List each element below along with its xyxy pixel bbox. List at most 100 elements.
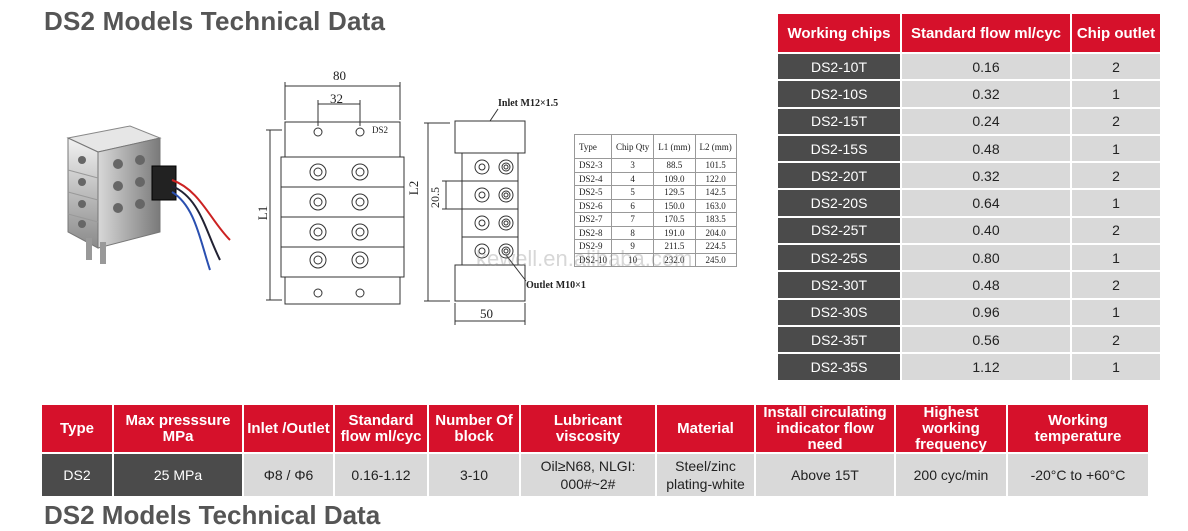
flow-table-row-cell: DS2-15T xyxy=(778,108,900,134)
l2-dimension: L2 xyxy=(406,180,422,196)
flow-table-row-cell: DS2-10S xyxy=(778,81,900,107)
flow-table-row-cell: DS2-20T xyxy=(778,163,900,189)
spec-header-l2: L2 (mm) xyxy=(694,134,737,159)
spec-table-row-cell: 5 xyxy=(611,185,655,200)
flow-table-row-cell: 2 xyxy=(1072,326,1160,353)
summary-header-highest-frequency: Highest working frequency xyxy=(896,405,1006,453)
spec-table-row-cell: DS2-5 xyxy=(573,185,613,200)
spec-table-row-cell: 8 xyxy=(611,225,655,240)
flow-table-row-cell: 0.96 xyxy=(902,299,1070,325)
page-title: DS2 Models Technical Data xyxy=(44,6,386,36)
flow-table-header-row: Working chips Standard flow ml/cyc Chip … xyxy=(778,14,1160,52)
watermark: kewell.en.alibaba.com xyxy=(476,246,693,271)
flow-table-row-cell: 2 xyxy=(1072,272,1160,298)
summary-header-lubricant-viscosity: Lubricant viscosity xyxy=(521,405,655,453)
spec-table-row-cell: 129.5 xyxy=(653,185,696,200)
summary-cell-lubricant-viscosity: Oil≥N68, NLGI: 000#~2# xyxy=(521,454,655,497)
spec-table-header-row: Type Chip Qty L1 (mm) L2 (mm) xyxy=(573,134,737,159)
spec-table-row-cell: 88.5 xyxy=(653,158,696,173)
spec-table-row-cell: 109.0 xyxy=(653,171,696,186)
flow-table-row-cell: DS2-30T xyxy=(778,272,900,298)
summary-cell-max-pressure: 25 MPa xyxy=(114,454,242,497)
spec-table-row-cell: DS2-8 xyxy=(573,225,613,240)
l1-dimension: L1 xyxy=(255,205,271,221)
flow-table-row-cell: DS2-15S xyxy=(778,135,900,162)
summary-header-material: Material xyxy=(657,405,754,453)
spec-table-row-cell: 101.5 xyxy=(694,158,737,173)
summary-header-working-temperature: Working temperature xyxy=(1008,405,1148,453)
flow-table-row-cell: 1 xyxy=(1072,245,1160,271)
flow-table-row-cell: DS2-35T xyxy=(778,326,900,353)
hole-spacing-dimension: 32 xyxy=(330,91,343,106)
summary-header-number-of-block: Number Of block xyxy=(429,405,519,453)
summary-cell-inlet-outlet: Φ8 / Φ6 xyxy=(244,454,333,497)
flow-table-row-cell: 0.40 xyxy=(902,217,1070,244)
spec-table-row-cell: DS2-7 xyxy=(573,212,613,227)
spec-table-row-cell: 224.5 xyxy=(694,239,737,254)
flow-table-row-cell: 1 xyxy=(1072,190,1160,216)
side-view-drawing xyxy=(424,108,527,325)
spec-table-row-cell: 150.0 xyxy=(653,198,696,213)
summary-cell-material: Steel/zinc plating-white xyxy=(657,454,754,497)
summary-cell-highest-frequency: 200 cyc/min xyxy=(896,454,1006,497)
flow-table-row-cell: 0.80 xyxy=(902,245,1070,271)
summary-cell-working-temperature: -20°C to +60°C xyxy=(1008,454,1148,497)
spec-table-row-cell: 245.0 xyxy=(694,252,737,267)
flow-table-row-cell: 2 xyxy=(1072,217,1160,244)
spec-table-row-cell: 183.5 xyxy=(694,212,737,227)
flow-header-working-chips: Working chips xyxy=(778,14,900,52)
spec-table-row-cell: DS2-4 xyxy=(573,171,613,186)
flow-table-row-cell: DS2-20S xyxy=(778,190,900,216)
flow-table-row-cell: 2 xyxy=(1072,54,1160,80)
flow-table-row-cell: 0.16 xyxy=(902,54,1070,80)
spec-table-row-cell: 204.0 xyxy=(694,225,737,240)
flow-table-row-cell: DS2-25S xyxy=(778,245,900,271)
spec-table-row-cell: DS2-6 xyxy=(573,198,613,213)
spec-table-row-cell: 122.0 xyxy=(694,171,737,186)
spec-header-type: Type xyxy=(573,134,613,159)
flow-table-row-cell: 2 xyxy=(1072,108,1160,134)
model-label: DS2 xyxy=(372,125,389,135)
flow-table-row-cell: 0.48 xyxy=(902,135,1070,162)
summary-data-row: DS2 25 MPa Φ8 / Φ6 0.16-1.12 3-10 Oil≥N6… xyxy=(42,454,1148,497)
flow-table-row-cell: 0.56 xyxy=(902,326,1070,353)
flow-table-row-cell: 0.64 xyxy=(902,190,1070,216)
spec-table-row-cell: 7 xyxy=(611,212,655,227)
flow-header-chip-outlet: Chip outlet xyxy=(1072,14,1160,52)
spec-table-row-cell: DS2-3 xyxy=(573,158,613,173)
flow-table-row-cell: 1.12 xyxy=(902,354,1070,380)
summary-header-inlet-outlet: Inlet /Outlet xyxy=(244,405,333,453)
side-width-dimension: 50 xyxy=(480,306,493,321)
summary-header-max-pressure: Max presssure MPa xyxy=(114,405,242,453)
spec-table-row-cell: 6 xyxy=(611,198,655,213)
flow-header-standard-flow: Standard flow ml/cyc xyxy=(902,14,1070,52)
flow-table-row-cell: 0.32 xyxy=(902,81,1070,107)
spec-header-l1: L1 (mm) xyxy=(653,134,696,159)
flow-table-row-cell: 1 xyxy=(1072,299,1160,325)
flow-table-row-cell: 1 xyxy=(1072,354,1160,380)
summary-header-indicator-flow: Install circulating indicator flow need xyxy=(756,405,894,453)
spec-table-row-cell: 3 xyxy=(611,158,655,173)
spec-table-row-cell: 170.5 xyxy=(653,212,696,227)
flow-table-row-cell: DS2-25T xyxy=(778,217,900,244)
flow-table-row-cell: 2 xyxy=(1072,163,1160,189)
